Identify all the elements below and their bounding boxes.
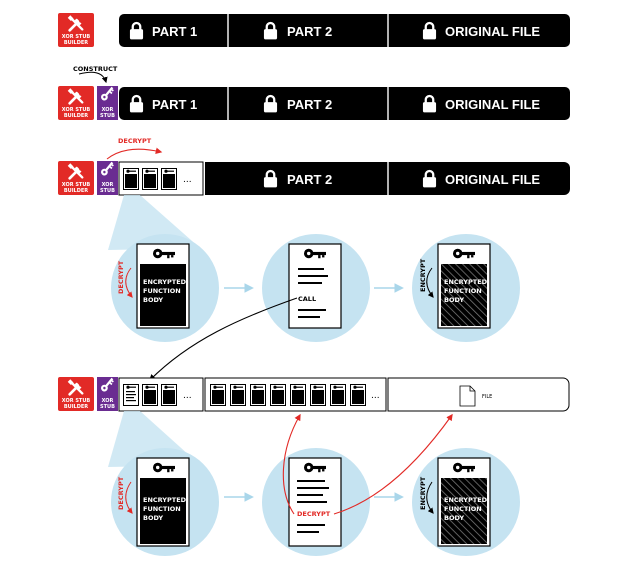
decrypt-call-label: DECRYPT <box>297 510 331 518</box>
segment-original: ORIGINAL FILE <box>445 172 540 187</box>
function-block <box>123 167 139 191</box>
encrypt-label: ENCRYPT <box>419 476 427 510</box>
row-4: XOR STUB BUILDER XOR STUB ... ... FILE <box>58 376 570 412</box>
stub-label-1: XOR <box>102 182 114 188</box>
function-block <box>161 383 177 407</box>
row-1: XOR STUB BUILDER PART 1 PART 2 ORIGINAL … <box>58 13 570 47</box>
builder-label-1: XOR STUB <box>62 398 91 404</box>
decrypt-arrow <box>125 481 133 514</box>
segment-part1: PART 1 <box>152 24 197 39</box>
card-text-2: FUNCTION <box>143 505 181 513</box>
function-block <box>350 383 366 407</box>
row-2: CONSTRUCT XOR STUB BUILDER XOR STUB PART… <box>58 65 570 120</box>
file-label: FILE <box>482 394 492 400</box>
segment-part2: PART 2 <box>287 97 332 112</box>
stub-label-1: XOR <box>102 398 114 404</box>
builder-label-2: BUILDER <box>64 113 88 119</box>
function-block <box>310 383 326 407</box>
function-block <box>270 383 286 407</box>
decrypt-part2-arrow <box>282 413 301 515</box>
encrypt-arrow <box>426 481 434 514</box>
card-text-3: BODY <box>444 514 464 522</box>
decrypt-label: DECRYPT <box>117 476 125 510</box>
segment-part2: PART 2 <box>287 24 332 39</box>
encrypt-label: ENCRYPT <box>419 258 427 292</box>
file-bar <box>119 87 570 120</box>
decrypt-label: DECRYPT <box>117 260 125 294</box>
decrypted-card <box>288 243 342 329</box>
more-dots: ... <box>183 391 192 401</box>
decrypt-original-arrow <box>333 413 453 515</box>
function-block <box>210 383 226 407</box>
function-block <box>330 383 346 407</box>
function-block-decrypted <box>123 383 139 407</box>
decrypt-arrow <box>125 267 133 298</box>
stub-label-2: STUB <box>100 404 115 410</box>
builder-badge <box>58 161 94 195</box>
card-text-1: ENCRYPTED <box>444 496 488 504</box>
stub-label-2: STUB <box>100 188 115 194</box>
decrypt-arrow <box>106 147 163 160</box>
function-block <box>161 167 177 191</box>
more-dots: ... <box>183 175 192 185</box>
construct-arrow <box>78 71 108 84</box>
segment-part1: PART 1 <box>152 97 197 112</box>
row-3: DECRYPT XOR STUB BUILDER XOR STUB ... PA… <box>58 137 570 196</box>
call-label: CALL <box>298 295 316 303</box>
construct-label: CONSTRUCT <box>73 65 118 73</box>
builder-label-1: XOR STUB <box>62 34 91 40</box>
function-block <box>290 383 306 407</box>
function-block <box>142 383 158 407</box>
file-icon <box>459 385 476 407</box>
segment-part2: PART 2 <box>287 172 332 187</box>
segment-original: ORIGINAL FILE <box>445 97 540 112</box>
call-arrow <box>149 297 298 381</box>
function-block <box>230 383 246 407</box>
builder-label-1: XOR STUB <box>62 107 91 113</box>
function-block <box>142 167 158 191</box>
circles-row-b: ENCRYPTED FUNCTION BODY DECRYPT DECRYPT … <box>111 448 520 556</box>
card-text-1: ENCRYPTED <box>143 496 187 504</box>
builder-label-2: BUILDER <box>64 404 88 410</box>
encrypt-arrow <box>426 267 434 298</box>
card-text-2: FUNCTION <box>444 505 482 513</box>
segment-original: ORIGINAL FILE <box>445 24 540 39</box>
builder-label-2: BUILDER <box>64 40 88 46</box>
stub-label-2: STUB <box>100 113 115 119</box>
decrypt-label: DECRYPT <box>118 137 152 145</box>
more-dots: ... <box>371 391 380 401</box>
card-text-3: BODY <box>444 296 464 304</box>
card-text-1: ENCRYPTED <box>143 278 187 286</box>
stub-label-1: XOR <box>102 107 114 113</box>
builder-badge <box>58 377 94 411</box>
builder-badge <box>58 13 94 47</box>
builder-badge <box>58 86 94 120</box>
card-text-3: BODY <box>143 514 163 522</box>
original-file-box <box>387 377 570 412</box>
card-text-2: FUNCTION <box>143 287 181 295</box>
card-text-3: BODY <box>143 296 163 304</box>
card-text-1: ENCRYPTED <box>444 278 488 286</box>
builder-label-2: BUILDER <box>64 188 88 194</box>
circles-row-a: ENCRYPTED FUNCTION BODY DECRYPT CALL ENC… <box>111 234 520 342</box>
file-bar <box>119 14 570 47</box>
function-block <box>250 383 266 407</box>
card-text-2: FUNCTION <box>444 287 482 295</box>
builder-label-1: XOR STUB <box>62 182 91 188</box>
